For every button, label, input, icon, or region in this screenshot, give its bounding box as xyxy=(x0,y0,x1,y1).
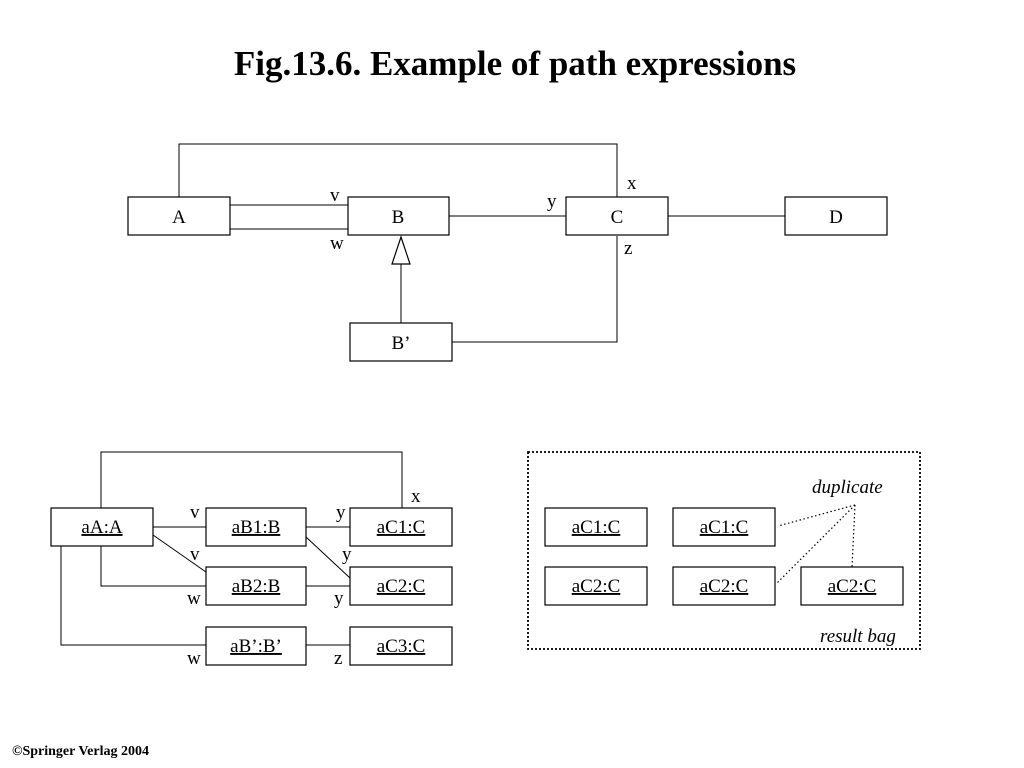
instance-aA-label: aA:A xyxy=(81,517,122,538)
class-c: C xyxy=(565,196,669,236)
link-aB1-aC2 xyxy=(305,536,351,579)
instance-aC2: aC2:C xyxy=(349,566,453,606)
result-bag-frame xyxy=(527,451,921,650)
link-label-y: y xyxy=(334,588,344,609)
class-bprime-label: B’ xyxy=(392,333,411,354)
class-a: A xyxy=(127,196,231,236)
result-item: aC1:C xyxy=(544,507,648,547)
link-label-y: y xyxy=(342,544,352,565)
class-b: B xyxy=(347,196,450,236)
result-bag: aC1:C aC1:C aC2:C aC2:C aC2:C duplicate … xyxy=(527,451,921,650)
duplicate-pointer-line xyxy=(851,504,856,568)
role-w-label: w xyxy=(330,233,344,254)
class-diagram: A B C D B’ v w y x z xyxy=(127,143,888,362)
result-bag-label: result bag xyxy=(820,626,896,647)
instance-aC3-label: aC3:C xyxy=(377,636,426,657)
link-label-w: w xyxy=(187,588,201,609)
link-aA-aBp-w xyxy=(60,546,206,646)
instance-aC2-label: aC2:C xyxy=(377,576,426,597)
result-item-label: aC1:C xyxy=(572,517,621,538)
class-bprime: B’ xyxy=(349,322,453,362)
instance-aC1: aC1:C xyxy=(349,507,453,547)
role-x-label: x xyxy=(627,173,637,194)
role-y-label: y xyxy=(547,191,557,212)
link-label-x: x xyxy=(411,486,421,507)
class-d-label: D xyxy=(829,207,843,228)
instance-diagram: aA:A aB1:B aB2:B aB’:B’ aC1:C aC2:C aC3:… xyxy=(50,451,453,669)
result-item-label: aC2:C xyxy=(828,576,877,597)
instance-aC3: aC3:C xyxy=(349,626,453,666)
link-label-w: w xyxy=(187,648,201,669)
page-title: Fig.13.6. Example of path expressions xyxy=(233,44,797,83)
association-z-line xyxy=(452,236,618,343)
link-label-v: v xyxy=(190,544,200,565)
instance-aB1: aB1:B xyxy=(205,507,307,547)
link-label-z: z xyxy=(334,648,342,669)
instance-aC1-label: aC1:C xyxy=(377,517,426,538)
class-b-label: B xyxy=(392,207,405,228)
role-z-label: z xyxy=(624,238,632,259)
link-x xyxy=(100,451,403,508)
instance-aB2: aB2:B xyxy=(205,566,307,606)
instance-aA: aA:A xyxy=(50,507,154,547)
association-x-line xyxy=(178,143,618,197)
link-label-v: v xyxy=(190,502,200,523)
instance-aBp-label: aB’:B’ xyxy=(230,636,282,657)
role-v-label: v xyxy=(330,185,340,206)
result-item: aC2:C xyxy=(800,566,904,606)
link-aA-aB2-w xyxy=(100,546,206,587)
result-item-label: aC2:C xyxy=(572,576,621,597)
link-aA-aB2-v xyxy=(152,534,207,573)
link-label-y: y xyxy=(336,502,346,523)
result-item: aC1:C xyxy=(672,507,776,547)
class-d: D xyxy=(784,196,888,236)
duplicate-pointer-line xyxy=(775,504,856,585)
duplicate-pointer-line xyxy=(777,504,856,527)
duplicate-label: duplicate xyxy=(812,477,883,498)
copyright-notice: ©Springer Verlag 2004 xyxy=(12,744,149,759)
result-item: aC2:C xyxy=(672,566,776,606)
result-item-label: aC1:C xyxy=(700,517,749,538)
result-item: aC2:C xyxy=(544,566,648,606)
class-a-label: A xyxy=(172,207,186,228)
result-item-label: aC2:C xyxy=(700,576,749,597)
instance-aB2-label: aB2:B xyxy=(232,576,281,597)
class-c-label: C xyxy=(611,207,624,228)
instance-aBp: aB’:B’ xyxy=(205,626,307,666)
instance-aB1-label: aB1:B xyxy=(232,517,281,538)
generalization-arrowhead xyxy=(391,235,411,265)
